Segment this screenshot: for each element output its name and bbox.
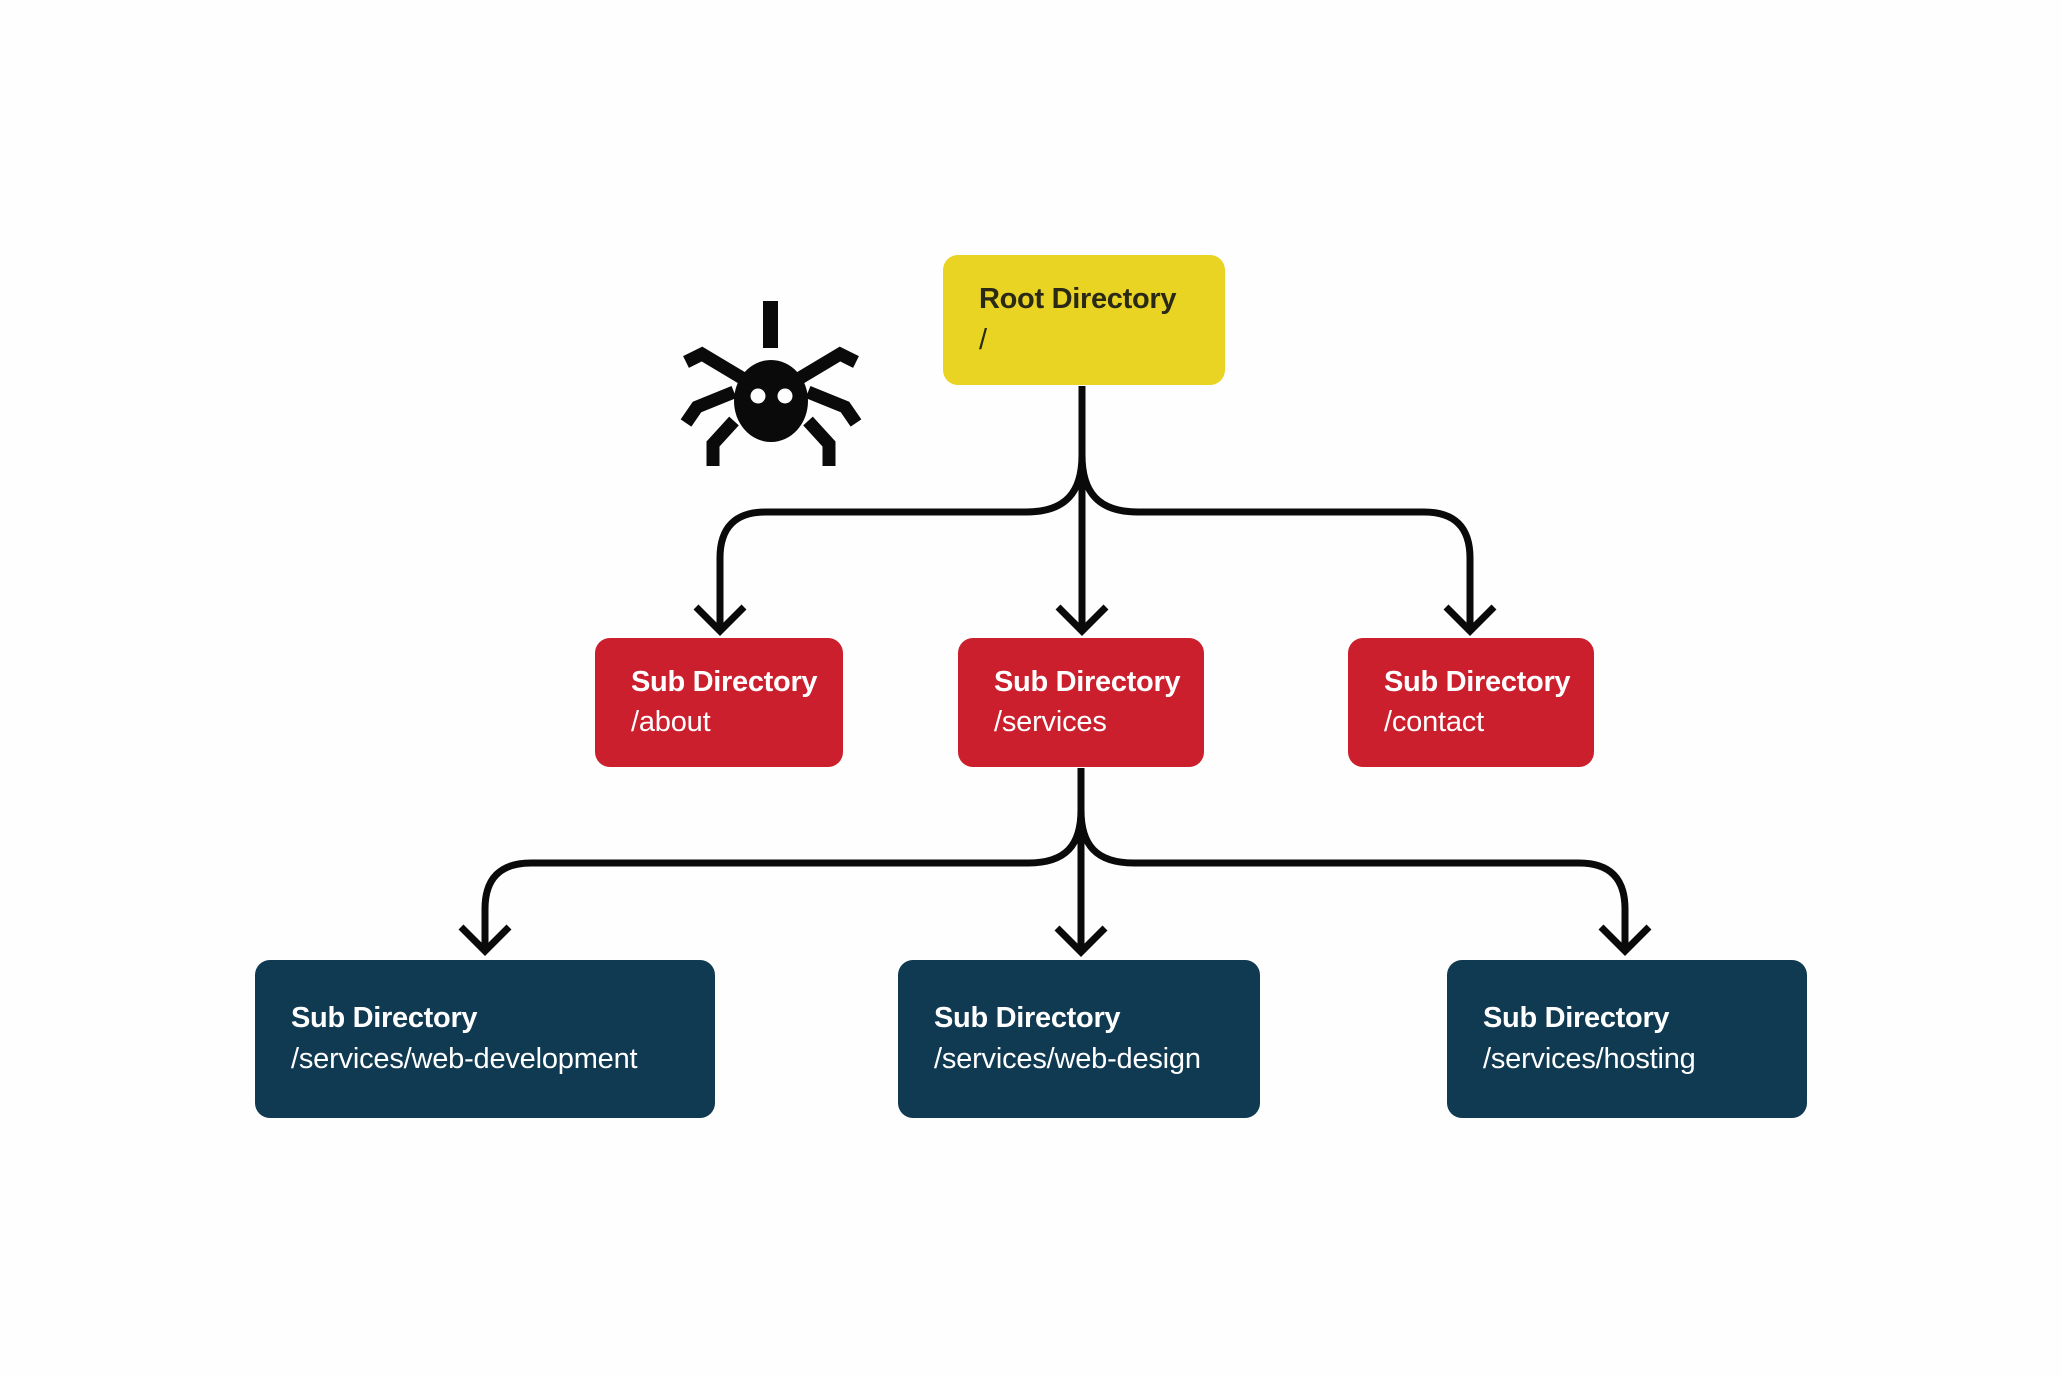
edge-root-to-services	[1055, 386, 1109, 636]
node-path: /services/web-design	[934, 1042, 1201, 1075]
node-sub-directory-contact: Sub Directory /contact	[1348, 638, 1594, 767]
node-title: Sub Directory	[631, 665, 818, 698]
edge-services-to-web-development	[458, 809, 1085, 956]
edge-root-to-contact	[1078, 454, 1497, 636]
node-sub-directory-web-design: Sub Directory /services/web-design	[898, 960, 1260, 1118]
node-path: /contact	[1384, 706, 1484, 738]
node-path: /services	[994, 706, 1107, 738]
edge-services-to-web-design	[1054, 768, 1108, 957]
node-title: Sub Directory	[1483, 1002, 1670, 1035]
node-title: Root Directory	[979, 283, 1177, 316]
node-path: /services/web-development	[291, 1042, 638, 1075]
node-title: Sub Directory	[291, 1002, 478, 1035]
node-title: Sub Directory	[934, 1002, 1121, 1035]
node-title: Sub Directory	[994, 665, 1181, 698]
node-title: Sub Directory	[1384, 665, 1571, 698]
edge-services-to-hosting	[1077, 809, 1652, 956]
node-path: /about	[631, 706, 711, 738]
node-path: /services/hosting	[1483, 1042, 1696, 1075]
node-sub-directory-hosting: Sub Directory /services/hosting	[1447, 960, 1807, 1118]
node-path: /	[979, 323, 987, 356]
node-sub-directory-services: Sub Directory /services	[958, 638, 1204, 767]
node-sub-directory-web-development: Sub Directory /services/web-development	[255, 960, 715, 1118]
node-root-directory: Root Directory /	[943, 255, 1225, 385]
edge-root-to-about	[693, 454, 1086, 636]
node-sub-directory-about: Sub Directory /about	[595, 638, 843, 767]
spider-icon	[680, 301, 862, 466]
